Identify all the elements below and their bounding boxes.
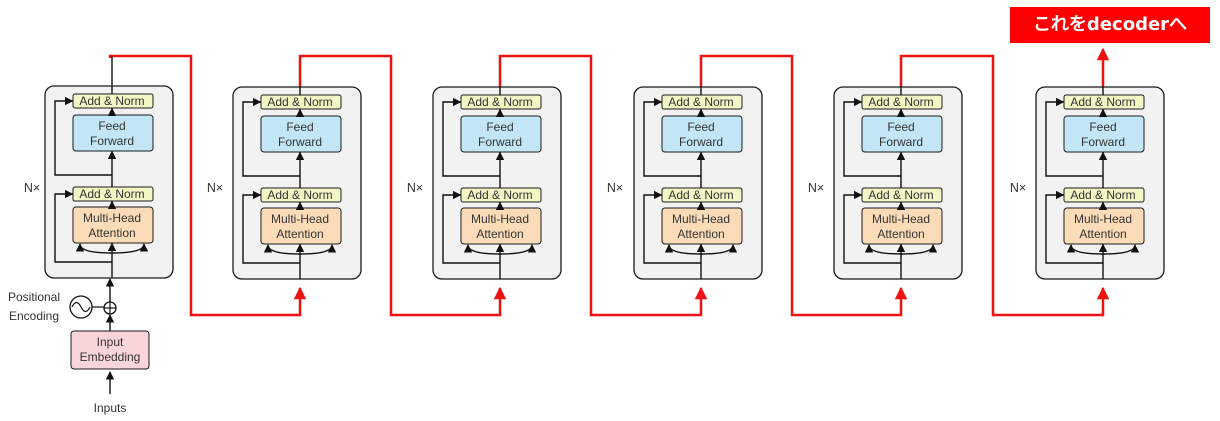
attention-label: Multi-Head bbox=[83, 211, 141, 225]
nx-label: N× bbox=[207, 181, 223, 195]
nx-label: N× bbox=[24, 181, 40, 195]
add-norm-label: Add & Norm bbox=[267, 95, 332, 109]
add-norm-label: Add & Norm bbox=[79, 187, 144, 201]
residual-arrow-feed-forward bbox=[242, 97, 300, 177]
feed-forward-label: Feed bbox=[286, 120, 313, 134]
input-embedding-label: Input bbox=[97, 335, 124, 349]
feed-forward-label: Forward bbox=[1081, 135, 1125, 149]
feed-forward-label: Feed bbox=[98, 119, 125, 133]
residual-arrow-attention bbox=[843, 190, 901, 264]
nx-label: N× bbox=[1010, 181, 1026, 195]
attention-label: Multi-Head bbox=[872, 212, 930, 226]
red-connector bbox=[108, 54, 307, 317]
residual-arrow-feed-forward bbox=[54, 96, 112, 176]
red-connector bbox=[498, 54, 708, 317]
query-input-arrow bbox=[864, 244, 902, 255]
feed-forward-label: Forward bbox=[879, 135, 923, 149]
red-connectors bbox=[108, 47, 1110, 317]
residual-arrow-attention bbox=[1045, 190, 1103, 264]
query-input-arrow bbox=[75, 243, 113, 254]
key-input-arrow bbox=[111, 243, 149, 254]
feed-forward-label: Feed bbox=[887, 120, 914, 134]
feed-forward-label: Feed bbox=[1089, 120, 1116, 134]
nx-label: N× bbox=[607, 181, 623, 195]
attention-label: Multi-Head bbox=[1074, 212, 1132, 226]
attention-label: Attention bbox=[476, 227, 523, 241]
residual-arrow-attention bbox=[54, 189, 112, 263]
red-connector bbox=[298, 54, 507, 317]
add-norm-label: Add & Norm bbox=[868, 188, 933, 202]
positional-encoding-label: Encoding bbox=[9, 309, 59, 323]
residual-arrow-attention bbox=[643, 190, 701, 264]
add-norm-label: Add & Norm bbox=[467, 95, 532, 109]
query-input-arrow bbox=[463, 244, 501, 255]
nx-label: N× bbox=[407, 181, 423, 195]
feed-forward-label: Forward bbox=[278, 135, 322, 149]
add-norm-label: Add & Norm bbox=[267, 188, 332, 202]
feed-forward-label: Feed bbox=[687, 120, 714, 134]
positional-encoding-label: Positional bbox=[8, 290, 60, 304]
residual-arrow-attention bbox=[442, 190, 500, 264]
decoder-banner: これをdecoderへ bbox=[1010, 7, 1210, 43]
key-input-arrow bbox=[1102, 244, 1140, 255]
residual-arrow-feed-forward bbox=[1045, 97, 1103, 177]
attention-label: Multi-Head bbox=[672, 212, 730, 226]
red-connector bbox=[899, 54, 1110, 317]
add-norm-label: Add & Norm bbox=[467, 188, 532, 202]
attention-label: Attention bbox=[877, 227, 924, 241]
nx-label: N× bbox=[808, 181, 824, 195]
input-embedding-label: Embedding bbox=[80, 350, 141, 364]
attention-label: Attention bbox=[88, 226, 135, 240]
feed-forward-label: Feed bbox=[486, 120, 513, 134]
residual-arrow-feed-forward bbox=[442, 97, 500, 177]
inputs-label: Inputs bbox=[94, 401, 127, 415]
feed-forward-label: Forward bbox=[90, 134, 134, 148]
attention-label: Multi-Head bbox=[271, 212, 329, 226]
feed-forward-label: Forward bbox=[478, 135, 522, 149]
add-norm-label: Add & Norm bbox=[668, 95, 733, 109]
key-input-arrow bbox=[900, 244, 938, 255]
attention-label: Attention bbox=[677, 227, 724, 241]
residual-arrow-feed-forward bbox=[643, 97, 701, 177]
query-input-arrow bbox=[263, 244, 301, 255]
add-norm-label: Add & Norm bbox=[868, 95, 933, 109]
attention-label: Attention bbox=[1079, 227, 1126, 241]
sine-wave-curve bbox=[71, 301, 91, 313]
residual-arrow-feed-forward bbox=[843, 97, 901, 177]
add-norm-label: Add & Norm bbox=[1070, 188, 1135, 202]
attention-label: Multi-Head bbox=[471, 212, 529, 226]
key-input-arrow bbox=[499, 244, 537, 255]
add-norm-label: Add & Norm bbox=[1070, 95, 1135, 109]
add-norm-label: Add & Norm bbox=[668, 188, 733, 202]
key-input-arrow bbox=[700, 244, 738, 255]
feed-forward-label: Forward bbox=[679, 135, 723, 149]
query-input-arrow bbox=[664, 244, 702, 255]
query-input-arrow bbox=[1066, 244, 1104, 255]
key-input-arrow bbox=[299, 244, 337, 255]
add-norm-label: Add & Norm bbox=[79, 94, 144, 108]
attention-label: Attention bbox=[276, 227, 323, 241]
red-connector bbox=[699, 54, 908, 317]
residual-arrow-attention bbox=[242, 190, 300, 264]
